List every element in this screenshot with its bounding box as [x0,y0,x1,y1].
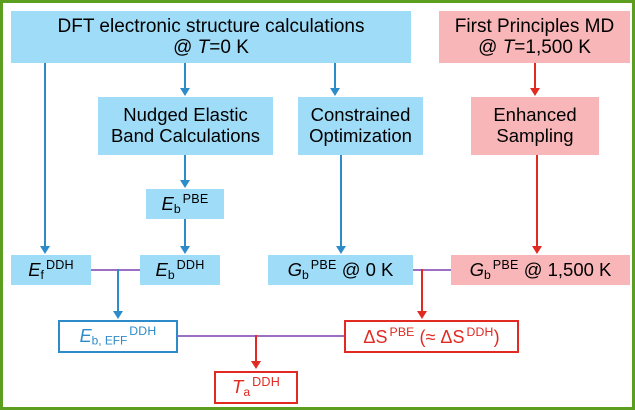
node-neb-line2: Band Calculations [110,125,261,146]
node-constrained-line2: Optimization [309,125,412,146]
node-enhanced-line1: Enhanced [493,104,577,126]
arrowhead-eb-pbe-to-eb-ddh [180,246,190,254]
node-dft-line2: @ T=0 K [173,37,249,58]
arrow-constrained-to-gb-0k [340,155,342,247]
node-first-principles-md: First Principles MD @ T=1,500 K [439,11,630,63]
node-eb-ddh: EbDDH [140,255,220,285]
arrowhead-dft-to-neb [180,88,190,96]
arrowhead-constrained-to-gb-0k [336,246,346,254]
arrow-neb-to-eb-pbe [184,155,186,181]
node-eb-pbe: EbPBE [146,189,224,219]
arrow-link-to-ta-ddh [255,335,257,362]
node-gb-pbe-0k: GbPBE @ 0 K [268,255,413,285]
node-neb-line1: Nudged Elastic [123,104,248,126]
node-constrained-optimization: Constrained Optimization [298,97,423,155]
node-enhanced-sampling: Enhanced Sampling [471,97,599,155]
node-nudged-elastic-band: Nudged Elastic Band Calculations [98,97,273,155]
arrowhead-link-to-ta-ddh [251,361,261,369]
node-ef-ddh: EfDDH [11,255,91,285]
arrow-link-to-delta-s [421,269,423,311]
arrow-dft-to-ef [44,63,46,247]
node-fpmd-line1: First Principles MD [454,15,615,37]
link-ef-to-eb-ddh [91,269,140,271]
node-dft-calculations: DFT electronic structure calculations @ … [11,11,411,63]
arrow-enhanced-to-gb-1500k [536,155,538,247]
node-eb-eff-ddh: Eb, EFFDDH [58,320,178,353]
node-fpmd-line2: @ T=1,500 K [478,37,591,58]
arrow-dft-to-neb [184,63,186,89]
arrowhead-enhanced-to-gb-1500k [532,246,542,254]
node-gb-pbe-1500k: GbPBE @ 1,500 K [451,255,630,285]
arrowhead-neb-to-eb-pbe [180,180,190,188]
arrow-fpmd-to-enhanced [534,63,536,89]
node-dft-line1: DFT electronic structure calculations [57,15,365,37]
arrow-link-to-eb-eff [117,269,119,311]
node-ta-ddh: TaDDH [214,371,298,404]
arrowhead-fpmd-to-enhanced [530,88,540,96]
node-constrained-line1: Constrained [310,104,411,126]
link-gb0k-to-gb1500k [413,269,451,271]
arrowhead-link-to-eb-eff [113,311,123,319]
arrow-eb-pbe-to-eb-ddh [184,219,186,247]
arrowhead-dft-to-constrained [330,88,340,96]
arrow-dft-to-constrained [334,63,336,89]
link-ebeff-to-delta-s [178,335,344,337]
arrowhead-dft-to-ef [40,246,50,254]
node-enhanced-line2: Sampling [496,125,574,146]
arrowhead-link-to-delta-s [417,311,427,319]
